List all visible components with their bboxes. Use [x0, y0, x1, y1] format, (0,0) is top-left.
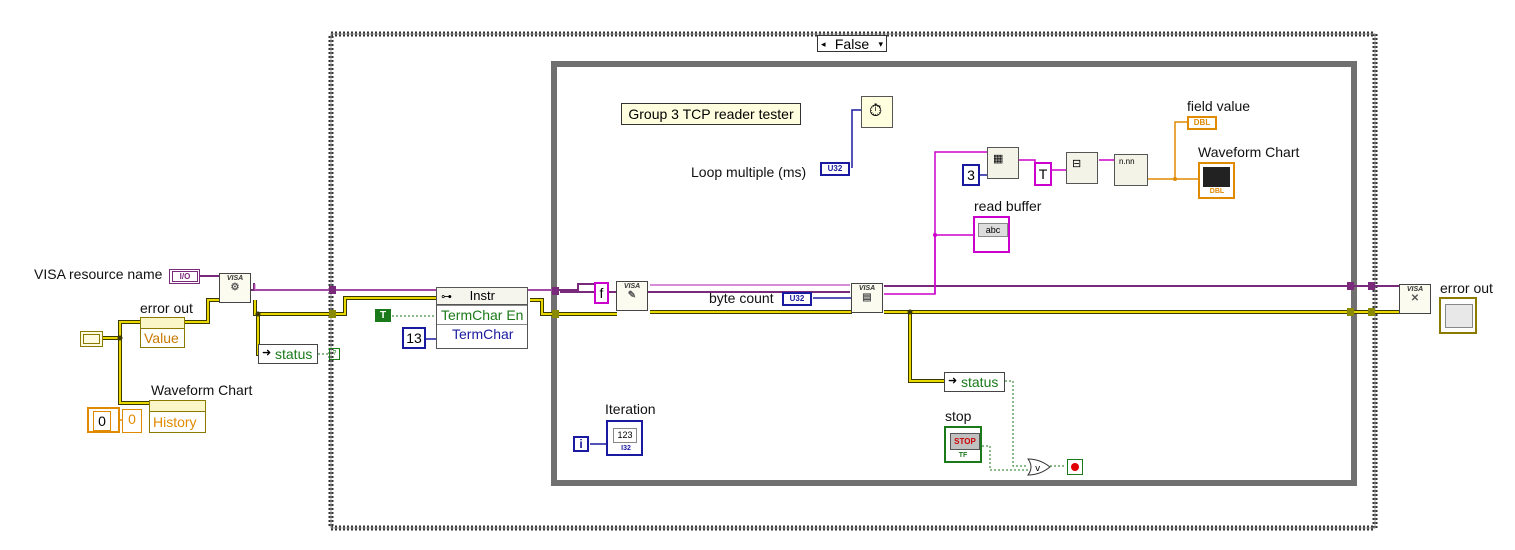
search-split-string-node[interactable]: ⊟ [1066, 152, 1098, 184]
true-constant[interactable]: T [375, 309, 391, 322]
read-buffer-indicator: abc [973, 216, 1010, 253]
or-gate-icon [1027, 458, 1051, 476]
stop-label: stop [945, 408, 972, 424]
status-field: status [275, 346, 313, 362]
decrement-arrow-icon[interactable]: ◂ [821, 39, 826, 49]
error-out-left-label: error out [140, 300, 193, 316]
loop-multiple-label: Loop multiple (ms) [691, 164, 807, 180]
svg-text:v: v [1035, 464, 1041, 474]
waveform-chart-left-label: Waveform Chart [151, 382, 253, 398]
error-out-indicator [1439, 297, 1477, 334]
case-selector[interactable]: ◂ False ▾ [817, 35, 887, 52]
string-display: abc [978, 223, 1008, 237]
error-cluster-constant[interactable] [80, 331, 103, 347]
close-icon: ✕ [1410, 293, 1420, 304]
termchar-constant[interactable]: 13 [402, 327, 426, 349]
error-out-property-node[interactable]: Value [140, 317, 185, 348]
read-buffer-label: read buffer [974, 198, 1042, 214]
waveform-chart-terminal: DBL [1198, 162, 1235, 199]
error-out-right-label: error out [1440, 280, 1493, 296]
field-value-indicator: DBL [1187, 116, 1217, 130]
stop-button-face: STOP [950, 433, 980, 450]
iteration-indicator: 123 I32 [606, 420, 643, 456]
byte-count-control[interactable]: U32 [782, 292, 812, 306]
visa-write-node[interactable]: VISA ✎ [616, 281, 648, 311]
numeric-display: 123 [613, 428, 637, 443]
visa-resource-label: VISA resource name [34, 266, 163, 282]
loop-multiple-control[interactable]: U32 [820, 162, 850, 176]
status-unbundle-inner[interactable]: status ➜ [944, 372, 1005, 392]
termchar-field: TermChar [437, 324, 527, 343]
read-icon: ▤ [862, 292, 872, 303]
string-subset-icon: ▦ [993, 153, 1004, 165]
visa-configure-node[interactable]: VISA ⚙ [219, 273, 251, 303]
stop-button-terminal[interactable]: STOP TF [944, 426, 982, 463]
cluster-display-icon [1445, 304, 1473, 328]
arrow-icon: ➜ [948, 375, 958, 387]
value-property: Value [144, 330, 179, 346]
property-node-header [141, 318, 184, 329]
serial-config-icon: ⚙ [230, 282, 240, 293]
chart-history-property-node[interactable]: History [149, 400, 206, 433]
iteration-label: Iteration [605, 401, 656, 417]
true-t-constant[interactable]: T [1034, 162, 1052, 186]
scan-from-string-node[interactable]: n.nn [1114, 154, 1148, 186]
visa-read-node[interactable]: VISA ▤ [851, 283, 883, 313]
byte-count-label: byte count [709, 290, 774, 306]
string-subset-node[interactable]: ▦ [987, 147, 1019, 179]
wait-until-next-ms-multiple[interactable]: ⏱ [861, 96, 893, 128]
comment-label: Group 3 TCP reader tester [621, 103, 801, 125]
metronome-icon: ⏱ [869, 101, 883, 120]
history-property: History [153, 414, 197, 430]
waveform-chart-right-label: Waveform Chart [1198, 144, 1300, 160]
io-type-tag: I/O [172, 271, 198, 282]
zero-constant-inner[interactable]: 0 [122, 409, 142, 433]
scan-icon: n.nn [1119, 157, 1135, 166]
visa-close-node[interactable]: VISA ✕ [1399, 284, 1431, 314]
termchar-en-field: TermChar En [437, 305, 527, 324]
chart-icon [1203, 167, 1230, 187]
case-selector-value: False [834, 36, 870, 52]
visa-resource-control[interactable]: I/O [169, 269, 200, 284]
status-indicator-left: ? [329, 348, 340, 360]
property-node-header [150, 401, 205, 412]
case-structure-border [330, 33, 1376, 529]
split-string-icon: ⊟ [1072, 158, 1082, 170]
three-constant[interactable]: 3 [962, 164, 980, 186]
visa-instr-property-node[interactable]: ⊶ Instr TermChar En TermChar [436, 287, 528, 349]
dropdown-arrow-icon[interactable]: ▾ [878, 39, 883, 49]
format-string-constant[interactable]: f [594, 282, 609, 304]
status-unbundle-left[interactable]: status ➜ [258, 344, 318, 364]
iteration-terminal: i [573, 436, 589, 452]
status-field: status [961, 374, 999, 390]
loop-condition-terminal[interactable] [1067, 459, 1083, 475]
while-loop-frame [551, 61, 1357, 486]
arrow-icon: ➜ [262, 347, 272, 359]
property-node-icon: ⊶ [441, 291, 452, 303]
stop-if-true-icon [1071, 463, 1079, 471]
instr-header: ⊶ Instr [437, 288, 527, 305]
field-value-label: field value [1187, 98, 1251, 114]
cluster-icon [83, 334, 100, 344]
write-icon: ✎ [627, 290, 637, 301]
zero-constant-outer[interactable]: 0 [87, 407, 120, 433]
